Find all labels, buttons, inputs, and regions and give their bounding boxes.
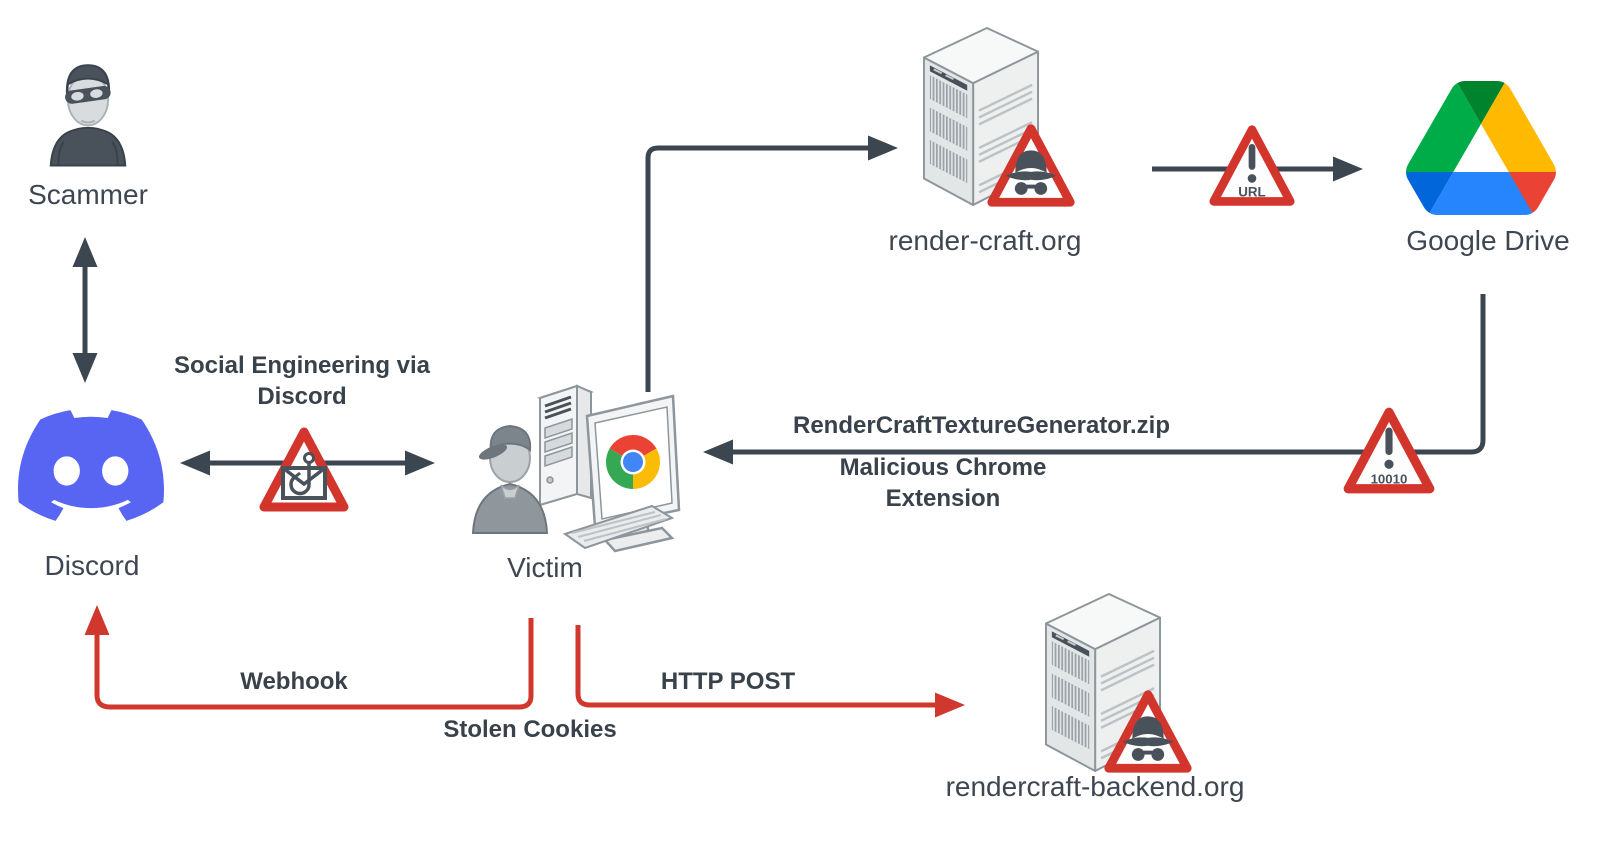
victim-icon xyxy=(455,372,685,562)
scammer-label: Scammer xyxy=(28,179,148,210)
spy-warning-icon-backend xyxy=(1099,686,1197,778)
phishing-warning-icon xyxy=(254,422,354,518)
binary-warning-icon: 10010 xyxy=(1338,404,1440,498)
zip-file-label: RenderCraftTextureGenerator.zip xyxy=(793,412,1170,439)
computer-keyboard xyxy=(562,504,675,550)
malicious-extension-label: Malicious Chrome Extension xyxy=(839,454,1047,513)
arrow-webhook-victim-to-discord xyxy=(84,605,534,710)
discord-icon xyxy=(18,410,164,522)
backend-label: rendercraft-backend.org xyxy=(945,771,1245,802)
webhook-label: Webhook xyxy=(240,668,348,695)
url-badge: URL xyxy=(1238,185,1266,200)
url-warning-icon: URL xyxy=(1204,122,1300,210)
binary-badge: 10010 xyxy=(1371,472,1408,487)
victim-person xyxy=(471,424,549,534)
http-post-label: HTTP POST xyxy=(660,668,796,695)
spy-warning-icon xyxy=(982,120,1080,212)
render-craft-label: render-craft.org xyxy=(888,225,1082,256)
victim-label: Victim xyxy=(507,552,583,583)
discord-label: Discord xyxy=(44,550,140,581)
computer-tower xyxy=(537,384,594,507)
scammer-icon xyxy=(45,55,131,170)
chrome-icon xyxy=(605,434,661,489)
arrow-google-drive-to-victim xyxy=(703,294,1486,465)
google-drive-label: Google Drive xyxy=(1406,225,1570,256)
arrow-http-post-victim-to-backend xyxy=(575,625,965,718)
google-drive-icon xyxy=(1406,81,1556,215)
social-engineering-label: Social Engineering via Discord xyxy=(173,352,431,411)
arrow-victim-to-render-craft xyxy=(645,135,898,392)
stolen-cookies-label: Stolen Cookies xyxy=(443,716,617,743)
